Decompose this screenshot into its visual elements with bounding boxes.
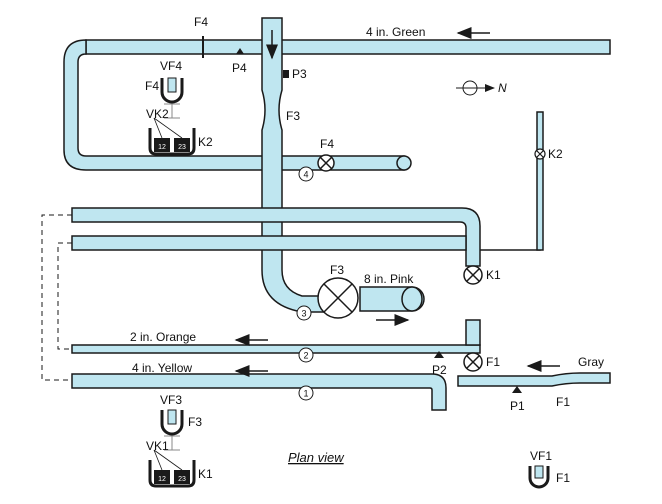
- label-p2: P2: [432, 363, 447, 377]
- yellow-pipe: [71, 365, 447, 411]
- valve-f4: [317, 154, 335, 172]
- p2-tap-icon: [434, 351, 444, 358]
- label-f3-venturi: F3: [286, 109, 300, 123]
- p3-tap-icon: [283, 70, 289, 78]
- p1-tap-icon: [512, 386, 522, 393]
- svg-text:4: 4: [303, 170, 308, 180]
- north-compass-icon: [456, 80, 495, 96]
- label-f1-gray: F1: [556, 395, 570, 409]
- p4-tap-icon: [236, 48, 244, 54]
- label-orange-pipe: 2 in. Orange: [130, 330, 196, 344]
- label-p3: P3: [292, 67, 307, 81]
- label-pink-pipe: 8 in. Pink: [364, 272, 414, 286]
- plan-view-title: Plan view: [288, 450, 345, 465]
- dashed-connector: [41, 214, 72, 381]
- label-f3-station: F3: [188, 415, 202, 429]
- k1-pipe: [71, 111, 544, 267]
- svg-text:2: 2: [303, 351, 308, 361]
- svg-text:1: 1: [303, 389, 308, 399]
- green-pipe: [63, 39, 611, 171]
- station-vf3: [160, 409, 184, 451]
- label-f4-top: F4: [194, 15, 208, 29]
- pink-pipe: [359, 286, 425, 326]
- label-f4-valve: F4: [320, 137, 334, 151]
- label-k1-station: K1: [198, 467, 213, 481]
- label-vf3: VF3: [160, 393, 182, 407]
- label-k2-station: K2: [198, 135, 213, 149]
- valve-f3: [317, 277, 359, 319]
- label-vk1: VK1: [146, 439, 169, 453]
- station-vk1: 12 23: [148, 449, 196, 488]
- label-gray-pipe: Gray: [578, 355, 604, 369]
- label-p4: P4: [232, 61, 247, 75]
- label-k2-right: K2: [548, 147, 563, 161]
- svg-text:3: 3: [301, 309, 306, 319]
- valve-k1: [463, 265, 483, 285]
- station-vf1: [528, 465, 550, 489]
- label-vf1: VF1: [530, 449, 552, 463]
- station-vf4: [160, 77, 184, 119]
- label-vf4: VF4: [160, 59, 182, 73]
- label-f3-valve: F3: [330, 263, 344, 277]
- label-k1-valve: K1: [486, 268, 501, 282]
- svg-text:12: 12: [158, 476, 166, 483]
- svg-text:23: 23: [178, 144, 186, 151]
- circle-marker-4: 4: [298, 166, 314, 182]
- label-north: N: [498, 81, 507, 95]
- svg-text:12: 12: [158, 144, 166, 151]
- label-f1-station: F1: [556, 471, 570, 485]
- svg-text:23: 23: [178, 476, 186, 483]
- label-vk2: VK2: [146, 107, 169, 121]
- label-yellow-pipe: 4 in. Yellow: [132, 361, 192, 375]
- label-p1: P1: [510, 399, 525, 413]
- dashed-connector-2: [57, 242, 72, 350]
- gray-pipe: [457, 360, 611, 387]
- label-f4-station: F4: [145, 79, 159, 93]
- orange-pipe: [71, 319, 481, 354]
- station-vk2: 12 23: [148, 117, 196, 156]
- circle-marker-3: 3: [296, 305, 312, 321]
- valve-f1: [463, 352, 483, 372]
- circle-marker-2: 2: [298, 347, 314, 363]
- circle-marker-1: 1: [298, 385, 314, 401]
- valve-k2: [534, 148, 546, 160]
- label-f1-valve: F1: [486, 355, 500, 369]
- label-green-pipe: 4 in. Green: [366, 25, 425, 39]
